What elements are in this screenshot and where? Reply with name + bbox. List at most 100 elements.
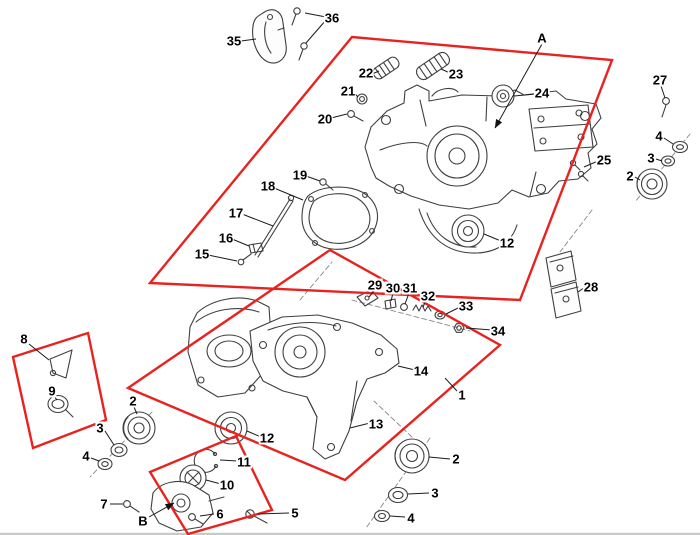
part-callout-30: 30 bbox=[384, 280, 402, 296]
seal-part-24 bbox=[491, 84, 515, 108]
part-callout-1: 1 bbox=[457, 387, 467, 403]
leader-line-36 bbox=[305, 19, 327, 44]
leader-line-33 bbox=[445, 306, 461, 315]
leader-line-31 bbox=[404, 292, 410, 305]
alignment-dashes bbox=[299, 261, 413, 438]
leader-line-35 bbox=[240, 38, 257, 42]
leader-line-10 bbox=[205, 479, 222, 485]
part-callout-4: 4 bbox=[654, 128, 664, 144]
collar-part-21 bbox=[356, 93, 368, 105]
screw-part-20 bbox=[347, 110, 364, 122]
part-callout-35: 35 bbox=[225, 33, 243, 49]
circlip-part-11 bbox=[193, 448, 219, 473]
leader-line-17 bbox=[241, 213, 274, 227]
leader-line-14 bbox=[397, 365, 416, 371]
part-callout-29: 29 bbox=[366, 277, 384, 293]
spring-part-23 bbox=[415, 51, 451, 81]
leader-line-18 bbox=[273, 187, 304, 201]
part-callout-10: 10 bbox=[218, 477, 236, 493]
part-callout-21: 21 bbox=[339, 83, 357, 99]
leader-line-36 bbox=[304, 12, 327, 18]
part-callout-24: 24 bbox=[533, 85, 551, 101]
leader-line-13 bbox=[349, 422, 371, 429]
part-callout-31: 31 bbox=[401, 280, 419, 296]
leader-line-15 bbox=[207, 254, 238, 262]
part-callout-18: 18 bbox=[259, 178, 277, 194]
leader-line-4 bbox=[663, 137, 674, 145]
lower-crankcase-half bbox=[249, 314, 400, 460]
part-callout-A: A bbox=[536, 30, 548, 46]
sprocket-group-top-right bbox=[634, 133, 691, 203]
leader-line-16 bbox=[231, 238, 250, 247]
part-callout-4: 4 bbox=[406, 510, 416, 526]
leader-line-11 bbox=[219, 459, 239, 462]
chain-catcher-parts-8-9 bbox=[47, 349, 74, 418]
part-callout-6: 6 bbox=[215, 506, 225, 522]
leader-line-3 bbox=[407, 492, 430, 495]
part-callout-15: 15 bbox=[193, 246, 211, 262]
part-callout-2: 2 bbox=[625, 168, 635, 184]
oil-pump-part-B bbox=[150, 481, 225, 532]
part-callout-17: 17 bbox=[227, 205, 245, 221]
part-callout-3: 3 bbox=[95, 420, 105, 436]
part-callout-B: B bbox=[137, 513, 149, 529]
cover-plates-part-28 bbox=[545, 209, 593, 319]
part-callout-2: 2 bbox=[451, 451, 461, 467]
spring-part-22 bbox=[372, 56, 400, 80]
bearing-part-12-upper bbox=[451, 214, 485, 248]
screws-part-36 bbox=[291, 7, 308, 61]
drum-group-bottom-right bbox=[365, 437, 431, 529]
leader-line-2 bbox=[133, 406, 138, 415]
group-outline-upper-crankcase bbox=[147, 35, 614, 302]
guide-plate-part-35 bbox=[252, 9, 287, 64]
callout-leader-lines bbox=[28, 12, 674, 518]
part-callout-23: 23 bbox=[447, 66, 465, 82]
leader-line-4 bbox=[90, 457, 100, 462]
group-outline-lower-crankcase bbox=[125, 248, 503, 482]
drum-group-left bbox=[89, 411, 156, 478]
screw-part-6 bbox=[188, 513, 204, 525]
screw-part-27 bbox=[661, 97, 670, 118]
assembly-group-outlines bbox=[11, 35, 614, 535]
upper-crankcase-half bbox=[364, 84, 602, 210]
leader-line-12 bbox=[246, 430, 262, 438]
part-callout-27: 27 bbox=[651, 72, 669, 88]
leader-line-8 bbox=[28, 343, 50, 361]
tank-housing bbox=[187, 297, 272, 398]
fitting-part-15 bbox=[237, 253, 252, 266]
leader-line-3 bbox=[104, 430, 115, 446]
part-callout-32: 32 bbox=[419, 288, 437, 304]
part-callout-16: 16 bbox=[217, 230, 235, 246]
leader-line-4 bbox=[389, 515, 406, 518]
part-callout-9: 9 bbox=[47, 383, 57, 399]
part-callout-8: 8 bbox=[19, 331, 29, 347]
leader-line-5 bbox=[257, 512, 290, 515]
leader-line-3 bbox=[655, 158, 663, 162]
part-callout-25: 25 bbox=[595, 152, 613, 168]
part-callout-36: 36 bbox=[323, 10, 341, 26]
leader-line-2 bbox=[634, 176, 641, 181]
leader-line-1 bbox=[444, 377, 458, 392]
part-callout-11: 11 bbox=[236, 454, 252, 470]
part-callout-5: 5 bbox=[290, 505, 300, 521]
group-outline-oil-pump bbox=[148, 434, 274, 535]
bushing-part-16 bbox=[248, 242, 264, 254]
leader-line-2 bbox=[428, 456, 451, 460]
screws-part-25 bbox=[569, 159, 589, 182]
part-callout-3: 3 bbox=[430, 485, 440, 501]
part-callout-34: 34 bbox=[489, 323, 507, 339]
leader-line-19 bbox=[305, 175, 321, 182]
leader-line-25 bbox=[583, 160, 599, 168]
leader-line-34 bbox=[465, 327, 493, 331]
group-outline-chain-catcher bbox=[11, 331, 108, 450]
leader-line-24 bbox=[513, 93, 537, 97]
part-callout-2: 2 bbox=[128, 393, 138, 409]
part-callout-28: 28 bbox=[582, 279, 600, 295]
part-callout-7: 7 bbox=[99, 496, 109, 512]
part-callout-14: 14 bbox=[412, 363, 430, 379]
part-callout-4: 4 bbox=[81, 448, 91, 464]
part-callout-20: 20 bbox=[316, 111, 334, 127]
